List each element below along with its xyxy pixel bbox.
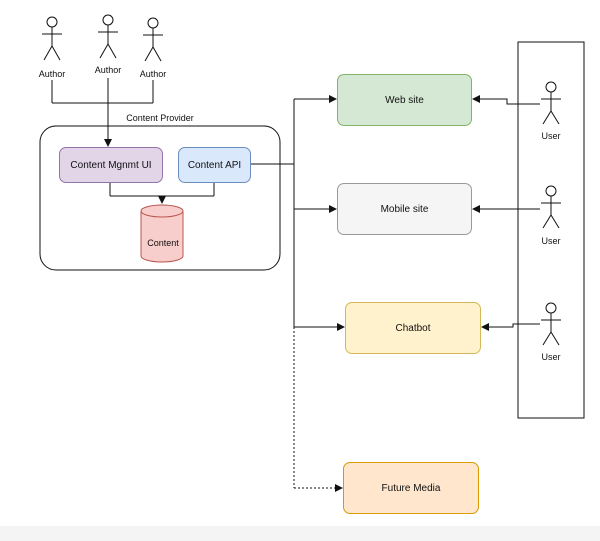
user-label-1: User <box>541 131 560 141</box>
edge-api-to-channels <box>251 95 345 331</box>
edge-authors-to-mgmt <box>51 78 154 147</box>
edge-to-content-db <box>109 183 215 204</box>
user-actor-1 <box>541 81 561 125</box>
mobile-site-box: Mobile site <box>337 183 472 235</box>
mobile-site-label: Mobile site <box>380 203 429 215</box>
content-db-cylinder <box>140 204 184 263</box>
content-api-label: Content API <box>187 159 242 171</box>
user-actor-3 <box>541 302 561 346</box>
edge-api-to-future-media <box>293 327 343 492</box>
content-api-box: Content API <box>178 147 251 183</box>
author-actor-3 <box>143 17 163 62</box>
edge-users-to-channels <box>472 95 540 331</box>
author-label-3: Author <box>140 69 167 79</box>
content-db-label: Content <box>147 238 179 248</box>
content-db-body <box>140 211 184 263</box>
content-mgmt-ui-label: Content Mgnmt UI <box>70 159 152 171</box>
author-actor-1 <box>42 16 62 61</box>
user-label-2: User <box>541 236 560 246</box>
user-actor-2 <box>541 185 561 229</box>
author-label-2: Author <box>95 65 122 75</box>
bottom-strip <box>0 526 600 541</box>
author-label-1: Author <box>39 69 66 79</box>
user-label-3: User <box>541 352 560 362</box>
chatbot-box: Chatbot <box>345 302 481 354</box>
content-db-top <box>140 204 184 218</box>
future-media-label: Future Media <box>381 482 441 494</box>
author-actor-2 <box>98 14 118 59</box>
web-site-box: Web site <box>337 74 472 126</box>
chatbot-label: Chatbot <box>395 322 431 334</box>
content-provider-label: Content Provider <box>126 113 194 123</box>
content-mgmt-ui-box: Content Mgnmt UI <box>59 147 163 183</box>
future-media-box: Future Media <box>343 462 479 514</box>
web-site-label: Web site <box>385 94 424 106</box>
